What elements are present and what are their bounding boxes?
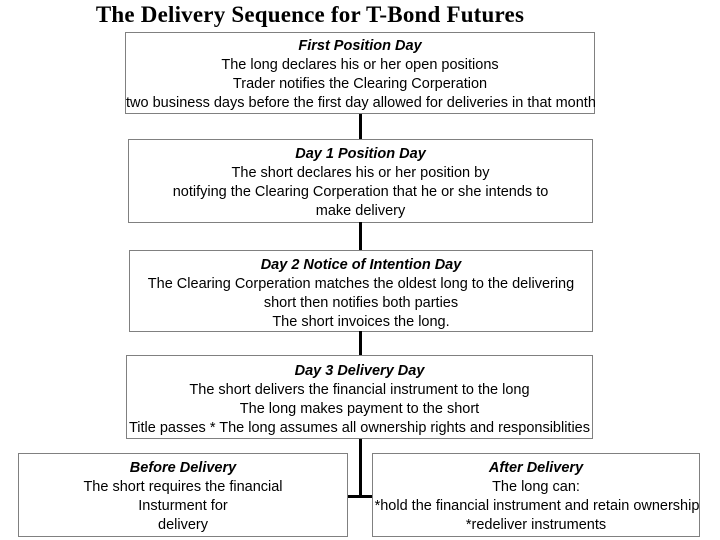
node-heading: Before Delivery	[129, 460, 237, 476]
node-line: The short delivers the financial instrum…	[189, 382, 530, 398]
page-title: The Delivery Sequence for T-Bond Futures	[95, 2, 525, 27]
node-after-delivery: After Delivery The long can: *hold the f…	[372, 453, 700, 537]
node-line: The long can:	[492, 479, 580, 495]
node-line: The long makes payment to the short	[239, 401, 480, 417]
node-heading: Day 3 Delivery Day	[294, 363, 425, 379]
node-line: The short requires the financial	[83, 479, 283, 495]
node-first-position-day: First Position Day The long declares his…	[125, 32, 596, 114]
node-before-delivery: Before Delivery The short requires the f…	[18, 453, 348, 537]
node-day-1-position-day: Day 1 Position Day The short declares hi…	[128, 139, 593, 223]
node-line: make delivery	[315, 203, 406, 219]
node-day-3-delivery-day: Day 3 Delivery Day The short delivers th…	[126, 355, 593, 439]
node-line: short then notifies both parties	[263, 295, 459, 311]
node-line: *redeliver instruments	[465, 517, 607, 533]
node-line: Title passes * The long assumes all owne…	[128, 420, 590, 436]
node-heading: First Position Day	[298, 38, 422, 54]
node-day-2-notice-of-intention-day: Day 2 Notice of Intention Day The Cleari…	[129, 250, 593, 332]
connector-vertical	[359, 331, 362, 356]
node-line: delivery	[158, 517, 208, 533]
connector-vertical-split	[359, 439, 362, 497]
connector-vertical	[359, 222, 362, 251]
node-line: two business days before the first day a…	[126, 95, 596, 111]
node-line: Insturment for	[138, 498, 228, 514]
node-line: Trader notifies the Clearing Corperation	[232, 76, 488, 92]
node-heading: Day 1 Position Day	[295, 146, 426, 162]
node-line: The short declares his or her position b…	[231, 165, 490, 181]
connector-vertical	[359, 114, 362, 140]
node-line: The long declares his or her open positi…	[221, 57, 499, 73]
node-line: The Clearing Corperation matches the old…	[147, 276, 575, 292]
node-heading: Day 2 Notice of Intention Day	[260, 257, 462, 273]
node-line: The short invoices the long.	[272, 314, 450, 330]
node-heading: After Delivery	[488, 460, 584, 476]
node-line: *hold the financial instrument and retai…	[374, 498, 700, 514]
node-line: notifying the Clearing Corperation that …	[172, 184, 549, 200]
connector-horizontal-split	[348, 495, 373, 498]
